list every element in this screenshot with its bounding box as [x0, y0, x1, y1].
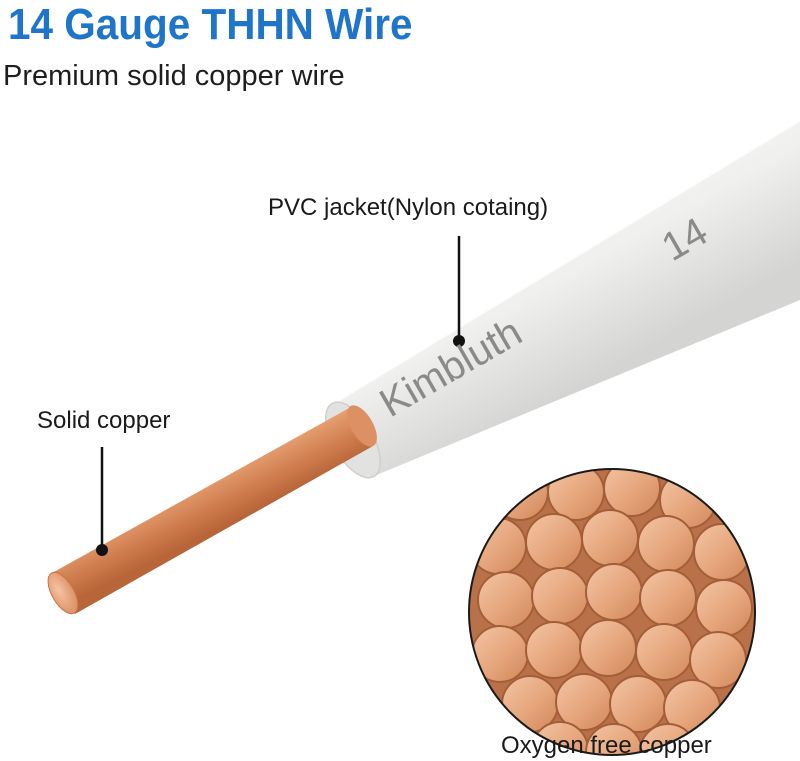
solid-copper-conductor: [47, 405, 377, 615]
jacket-label: PVC jacket(Nylon cotaing): [268, 194, 549, 221]
pvc-jacket: [325, 118, 800, 479]
page-title: 14 Gauge THHN Wire: [8, 0, 413, 49]
copper-leader-dot: [96, 544, 108, 556]
oxygen-free-copper-closeup: [468, 468, 756, 756]
page-subtitle: Premium solid copper wire: [3, 60, 345, 92]
jacket-leader-dot: [453, 335, 465, 347]
solid-copper-label: Solid copper: [37, 407, 171, 434]
oxygen-free-copper-label: Oxygen free copper: [501, 732, 712, 759]
